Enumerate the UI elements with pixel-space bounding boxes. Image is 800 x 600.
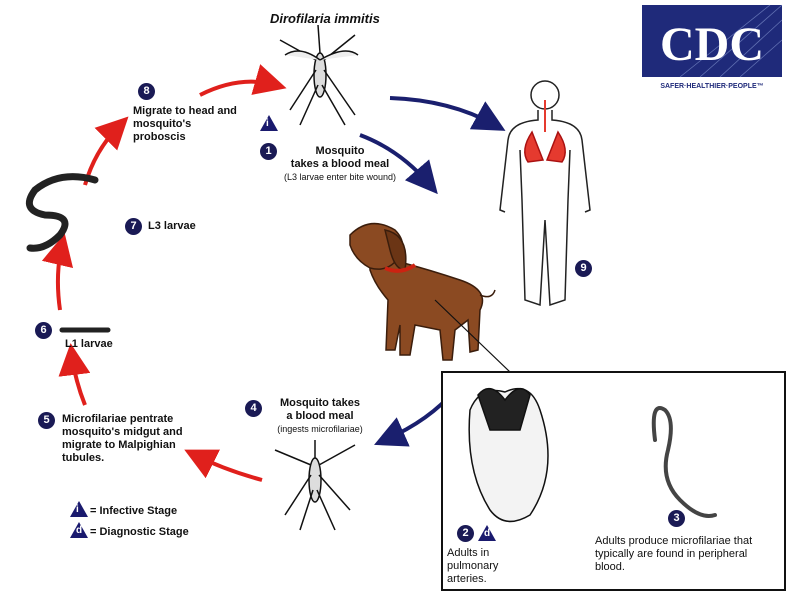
stage-1-badge: 1 [260, 143, 277, 160]
arrow-4-to-5 [184, 449, 263, 482]
pointer-line [434, 299, 511, 373]
l3-larva-icon [25, 173, 99, 252]
stage-1-line1: Mosquito [315, 145, 365, 157]
stage-9-badge: 9 [575, 260, 592, 277]
stage-4-sub: (ingests microfilariae) [277, 424, 363, 434]
mosquito-bottom-icon [274, 440, 356, 531]
stage-8-badge: 8 [138, 83, 155, 100]
stage-4-label: Mosquito takes a blood meal (ingests mic… [260, 397, 380, 436]
heart-icon [468, 387, 549, 523]
arrow-8-to-1 [199, 64, 287, 97]
stage-7-badge: 7 [125, 218, 142, 235]
stage-5-badge: 5 [38, 412, 55, 429]
stage-7-label: L3 larvae [148, 220, 196, 232]
stage-4-line2: a blood meal [286, 410, 354, 422]
arrow-6-to-7 [41, 233, 74, 311]
stage-1-label: Mosquito takes a blood meal (L3 larvae e… [270, 145, 410, 184]
stage-6-label: L1 larvae [65, 338, 113, 350]
stage-3-badge: 3 [668, 510, 685, 527]
legend-diagnostic-label: = Diagnostic Stage [90, 526, 189, 538]
mosquito-top-icon [279, 24, 359, 126]
stage-4-line1: Mosquito takes [279, 397, 361, 409]
human-icon [499, 80, 591, 307]
legend-diagnostic-icon: d [70, 522, 88, 538]
diagnostic-stage-icon: d [478, 525, 496, 541]
stage-2-badge: 2 [457, 525, 474, 542]
arrow-1-to-9 [389, 96, 506, 131]
arrow-5-to-6 [58, 343, 91, 406]
stage-1-sub: (L3 larvae enter bite wound) [283, 172, 397, 182]
arrow-1-to-dog [359, 133, 438, 195]
stage-8-label: Migrate to head and mosquito's proboscis [133, 105, 237, 143]
stage-2-label: Adults in pulmonary arteries. [447, 547, 499, 585]
cdc-logo: CDC [642, 4, 783, 78]
stage-4-badge: 4 [245, 400, 262, 417]
cdc-tagline: SAFER·HEALTHIER·PEOPLE™ [660, 83, 764, 90]
title: Dirofilaria immitis [270, 11, 380, 26]
legend-infective-label: = Infective Stage [90, 505, 178, 517]
svg-text:CDC: CDC [660, 18, 764, 71]
legend-infective-icon: i [70, 501, 88, 517]
stage-6-badge: 6 [35, 322, 52, 339]
stage-3-label: Adults produce microfilariae that typica… [595, 535, 753, 573]
dog-icon [349, 222, 496, 361]
stage-5-label: Microfilariae pentrate mosquito's midgut… [62, 413, 183, 464]
infective-stage-icon: i [260, 115, 278, 131]
stage-1-line2: takes a blood meal [290, 158, 390, 170]
microfilaria-icon [651, 406, 717, 518]
